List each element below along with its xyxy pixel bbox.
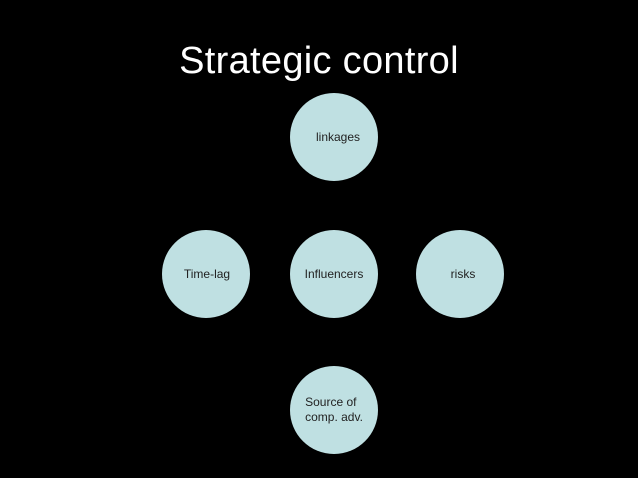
node-time-lag: Time-lag xyxy=(162,230,250,318)
node-linkages-label: linkages xyxy=(315,129,361,144)
node-source-of-comp-adv-label: Source of comp. adv. xyxy=(305,395,363,424)
node-risks: risks xyxy=(416,230,504,318)
node-linkages: linkages xyxy=(290,93,378,181)
node-time-lag-label: Time-lag xyxy=(183,266,231,281)
node-influencers: Influencers xyxy=(290,230,378,318)
slide-title: Strategic control xyxy=(179,40,459,82)
node-risks-label: risks xyxy=(450,266,476,281)
node-influencers-label: Influencers xyxy=(304,266,364,281)
node-source-of-comp-adv: Source of comp. adv. xyxy=(290,366,378,454)
